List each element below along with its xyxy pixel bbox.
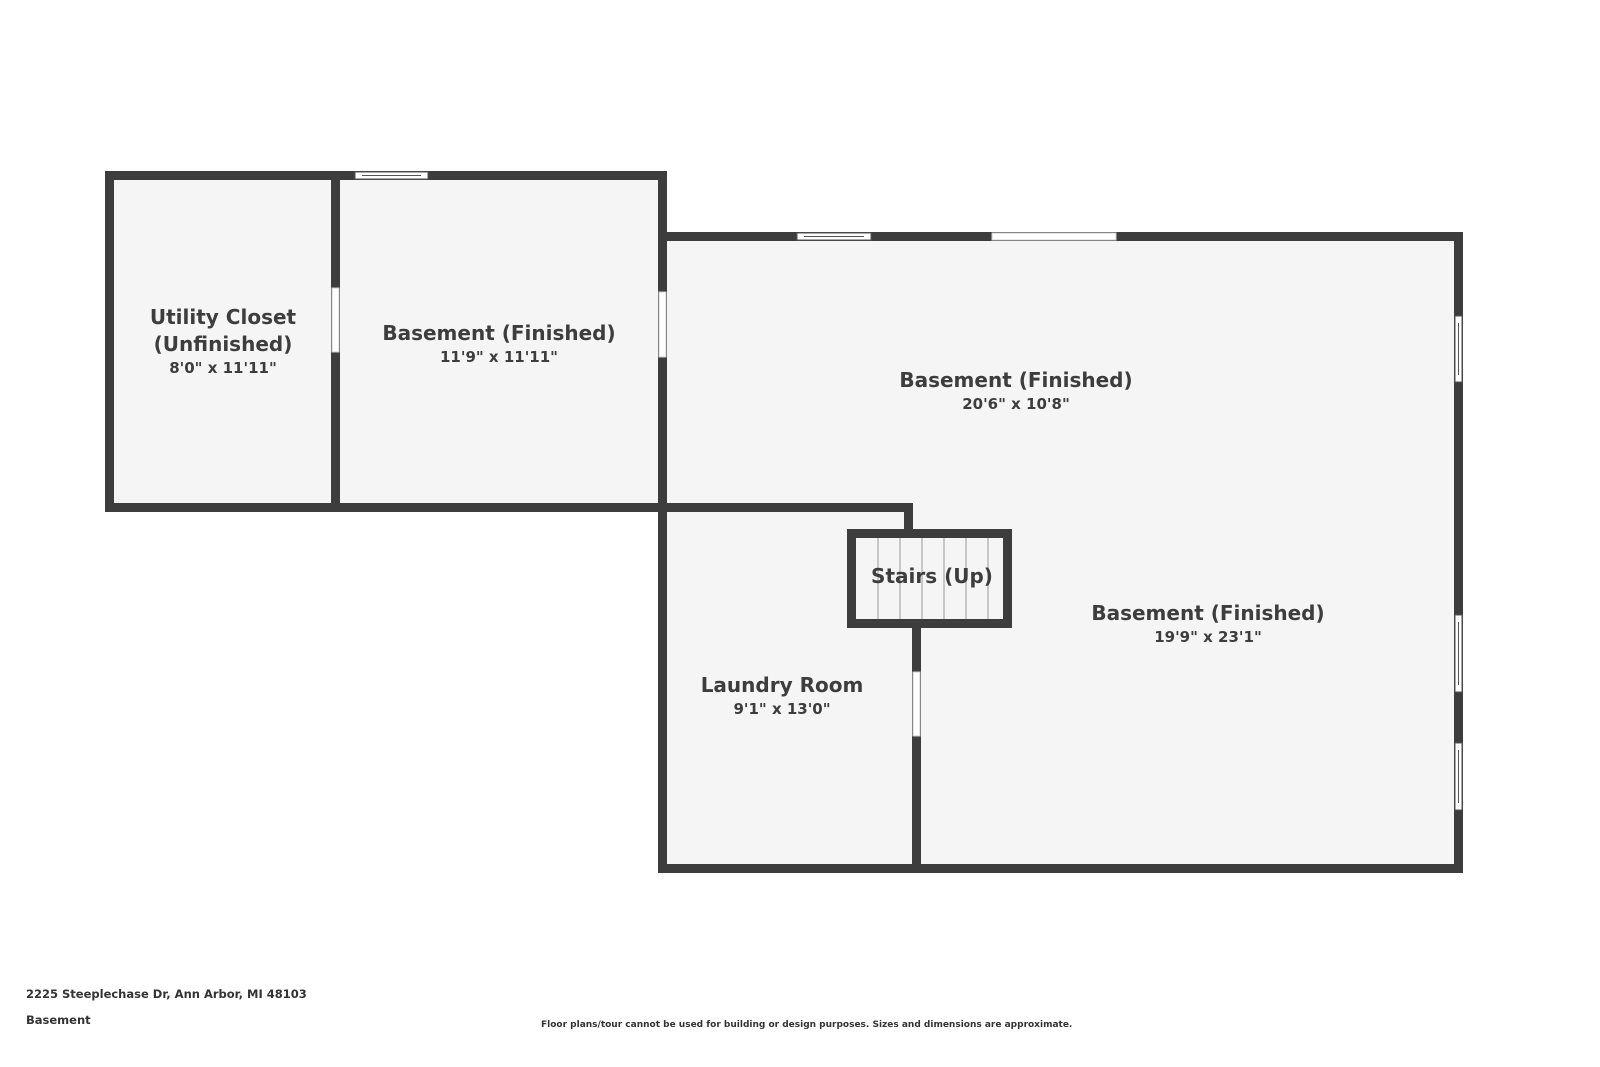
- room-basement-east: Basement (Finished) 19'9" x 23'1": [1091, 600, 1324, 647]
- stair-treads: [877, 538, 989, 619]
- room-utility-closet: Utility Closet (Unfinished) 8'0" x 11'11…: [150, 304, 296, 378]
- room-stairs: Stairs (Up): [871, 563, 993, 590]
- room-name: Basement (Finished): [899, 368, 1133, 392]
- room-name: Stairs (Up): [871, 564, 993, 588]
- room-floors: [110, 176, 1458, 868]
- room-basement-north: Basement (Finished) 20'6" x 10'8": [899, 367, 1132, 414]
- windows: [354, 171, 1463, 811]
- room-laundry: Laundry Room 9'1" x 13'0": [701, 672, 864, 719]
- room-dimensions: 20'6" x 10'8": [962, 395, 1070, 413]
- room-dimensions: 8'0" x 11'11": [169, 359, 277, 377]
- room-name: Laundry Room: [700, 673, 864, 697]
- room-dimensions: 19'9" x 23'1": [1154, 628, 1262, 646]
- room-basement-west: Basement (Finished) 11'9" x 11'11": [382, 320, 615, 367]
- address: 2225 Steeplechase Dr, Ann Arbor, MI 4810…: [26, 987, 307, 1001]
- floor-label: Basement: [26, 1013, 91, 1027]
- door-openings: [331, 232, 1117, 737]
- room-dimensions: 11'9" x 11'11": [439, 348, 558, 366]
- room-name: Basement (Finished): [1091, 601, 1325, 625]
- room-name: Utility Closet: [149, 305, 297, 329]
- room-dimensions: 9'1" x 13'0": [733, 700, 831, 718]
- room-name: (Unfinished): [153, 332, 293, 356]
- room-name: Basement (Finished): [382, 321, 616, 345]
- disclaimer: Floor plans/tour cannot be used for buil…: [541, 1020, 1073, 1030]
